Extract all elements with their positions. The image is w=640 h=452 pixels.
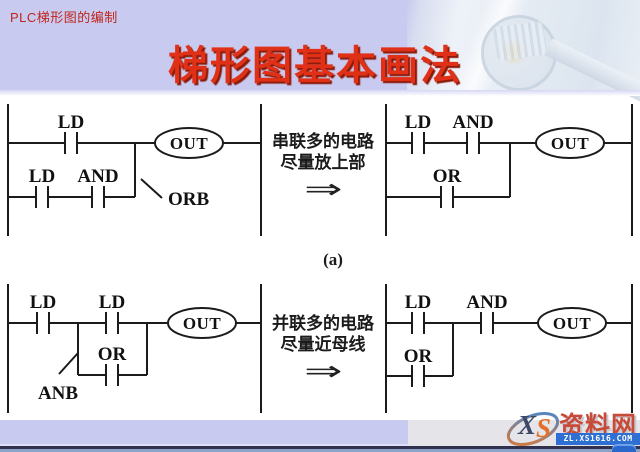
- note-pointer-line: [140, 178, 163, 199]
- instruction-note: ANB: [38, 383, 78, 404]
- rule-line-2: 尽量近母线: [280, 335, 366, 354]
- page-title: 梯形图基本画法: [168, 43, 462, 88]
- rule-line-2: 尽量放上部: [280, 153, 366, 172]
- contact-label: LD: [99, 292, 125, 313]
- contact-ld: [411, 132, 425, 154]
- contact-label: OR: [433, 166, 462, 187]
- rule-line-1: 串联多的电路: [272, 132, 374, 151]
- contact-label: LD: [30, 292, 56, 313]
- contact-or: [411, 365, 425, 387]
- contact-and: [480, 312, 494, 334]
- contact-label: LD: [405, 292, 431, 313]
- rule-text-series: 串联多的电路 尽量放上部: [260, 131, 386, 173]
- contact-label: LD: [405, 112, 431, 133]
- arrow-icon: ⇒: [303, 174, 343, 204]
- output-coil: [167, 307, 237, 339]
- contact-ld-1: [64, 132, 78, 154]
- contact-label: AND: [77, 166, 118, 187]
- contact-label: LD: [58, 112, 84, 133]
- footer-bar-lavender: [0, 420, 408, 446]
- instruction-note: ORB: [168, 189, 210, 210]
- watermark-logo-x: X: [518, 410, 537, 440]
- coil-label: OUT: [183, 314, 222, 333]
- output-coil: [154, 127, 224, 159]
- contact-label: AND: [466, 292, 507, 313]
- diagram-a-left: LD OUT LD AND ORB: [7, 104, 262, 236]
- coil-label: OUT: [170, 134, 209, 153]
- transform-arrow: ⇒: [260, 356, 386, 387]
- footer-line-navy: [0, 446, 640, 449]
- contact-label: LD: [29, 166, 55, 187]
- contact-and: [466, 132, 480, 154]
- figure-caption: (a): [323, 250, 343, 269]
- output-coil: [537, 307, 607, 339]
- diagram-b-left: LD LD OUT OR ANB: [7, 284, 262, 413]
- output-coil: [535, 127, 605, 159]
- watermark: X S 资料网 ZL.XS1616.COM: [504, 404, 640, 452]
- diagram-a-right: LD AND OUT OR: [385, 104, 633, 236]
- header-divider: [0, 90, 640, 96]
- contact-label: OR: [98, 344, 127, 365]
- watermark-site-url: ZL.XS1616.COM: [556, 433, 640, 445]
- contact-or: [105, 364, 119, 386]
- arrow-icon: ⇒: [303, 356, 343, 386]
- diagram-b-right: LD AND OUT OR: [385, 284, 633, 413]
- contact-ld-2: [35, 186, 49, 208]
- parallel-branch-verticals: [77, 323, 148, 375]
- contact-label: OR: [404, 346, 433, 367]
- contact-ld-1: [36, 312, 50, 334]
- watermark-swoosh-icon: [506, 412, 560, 446]
- lightbulb-photo: [407, 0, 640, 123]
- coil-label: OUT: [551, 134, 590, 153]
- coil-label: OUT: [553, 314, 592, 333]
- note-pointer-line: [58, 352, 79, 375]
- contact-and: [91, 186, 105, 208]
- rule-text-parallel: 并联多的电路 尽量近母线: [260, 313, 386, 355]
- slide-header: PLC梯形图的编制 梯形图基本画法: [0, 0, 640, 123]
- contact-or: [440, 186, 454, 208]
- swoosh-ellipse: [506, 412, 560, 446]
- breadcrumb: PLC梯形图的编制: [10, 10, 118, 25]
- contact-ld-2: [105, 312, 119, 334]
- contact-label: AND: [452, 112, 493, 133]
- watermark-corner-icon: [612, 444, 636, 452]
- watermark-logo-s: S: [536, 413, 552, 443]
- transform-arrow: ⇒: [260, 174, 386, 205]
- footer-line-steel: [0, 449, 640, 452]
- rule-line-1: 并联多的电路: [272, 314, 374, 333]
- contact-ld: [411, 312, 425, 334]
